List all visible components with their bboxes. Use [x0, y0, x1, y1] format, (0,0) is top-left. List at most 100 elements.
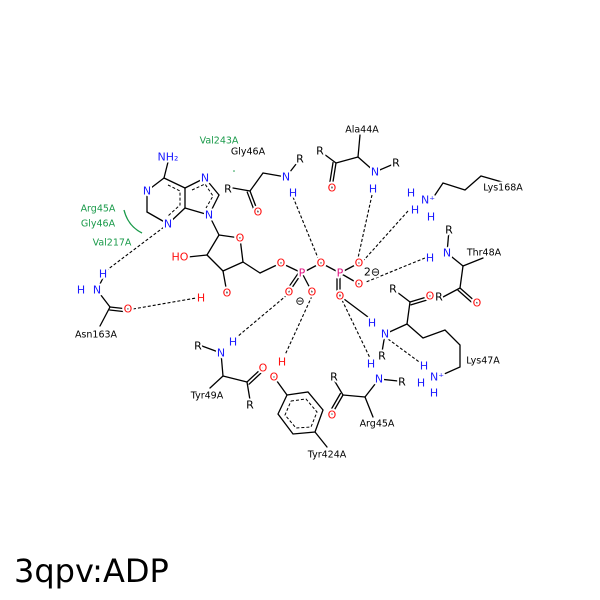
atom-label: R	[392, 157, 400, 170]
bond	[288, 272, 303, 293]
atom-label: O	[270, 371, 279, 384]
bond	[208, 194, 220, 216]
bond	[206, 254, 224, 272]
atom-label: O	[285, 286, 294, 299]
atom-label: H	[197, 292, 205, 305]
atom-label: ⊖	[295, 295, 304, 308]
bond	[232, 187, 251, 192]
hydrogen-bonds	[106, 194, 426, 365]
hydrogen-bond	[106, 223, 169, 271]
atom-label: O	[236, 232, 245, 245]
bond	[364, 378, 380, 398]
bond	[273, 376, 288, 396]
double-bond	[246, 191, 256, 214]
bond	[392, 288, 411, 303]
atom-label: R	[224, 183, 232, 196]
bond	[246, 367, 263, 383]
atom-label: O	[355, 278, 364, 291]
atom-label: H	[289, 187, 297, 200]
residue-label: Thr48A	[466, 248, 502, 259]
atom-label: H	[368, 317, 376, 330]
atom-label: N	[201, 172, 209, 185]
bond	[381, 333, 386, 353]
bond	[301, 262, 322, 274]
bond	[331, 162, 337, 189]
bond	[459, 287, 478, 304]
bond	[333, 379, 344, 396]
bond	[208, 214, 220, 236]
atom-label: NH₂	[158, 151, 179, 164]
bond	[99, 306, 111, 327]
double-bond	[410, 298, 432, 306]
bond	[384, 323, 408, 335]
atom-label: N	[381, 328, 389, 341]
residue-label: Gly46A	[81, 219, 116, 230]
atom-label: H	[411, 204, 419, 217]
side-chain	[277, 391, 324, 435]
atom-label: H	[407, 187, 415, 200]
bond	[167, 207, 186, 225]
atom-label: O	[223, 287, 232, 300]
double-bond	[109, 309, 129, 313]
atom-label: P	[337, 267, 344, 280]
bond	[209, 375, 224, 389]
aromatic-ring-marker	[191, 183, 214, 209]
bond	[409, 295, 431, 303]
bond	[280, 262, 303, 274]
atom-label: R	[194, 340, 202, 353]
bond	[446, 229, 450, 254]
atom-label: H	[417, 377, 425, 390]
diagram-title: 3qpv:ADP	[14, 552, 169, 590]
bond	[446, 252, 464, 267]
aromatic-ring-marker	[167, 184, 181, 217]
bond	[378, 378, 399, 382]
bond	[342, 394, 366, 398]
bond	[374, 162, 397, 173]
bond	[339, 262, 360, 274]
double-bond	[328, 392, 342, 414]
atom-label: N	[93, 284, 101, 297]
hydrogen-bond	[365, 257, 426, 283]
atom-label: H	[99, 268, 107, 281]
bond	[357, 156, 376, 173]
atom-label: N	[164, 218, 172, 231]
atom-label: O	[473, 297, 482, 310]
bond	[222, 270, 228, 294]
atom-label: N	[217, 347, 225, 360]
bond	[319, 150, 337, 164]
bond	[218, 234, 241, 239]
atom-label: N	[282, 171, 290, 184]
atom-label: N	[375, 373, 383, 386]
residue-label: Tyr49A	[190, 391, 224, 402]
hydrogen-bond	[387, 338, 423, 365]
atom-label: N	[205, 209, 213, 222]
atom-label: H	[229, 336, 237, 349]
atom-label: O	[317, 257, 326, 270]
bond	[442, 287, 461, 298]
bond	[339, 295, 373, 321]
bond	[364, 396, 374, 418]
bond	[222, 261, 244, 272]
atom-label: H	[367, 358, 375, 371]
hydrogen-bond	[132, 297, 197, 310]
atom-label: O	[277, 257, 286, 270]
bond	[187, 254, 208, 258]
atom-label: H	[369, 183, 377, 196]
bond	[262, 172, 287, 178]
hydrophobic-contact-arc	[123, 209, 143, 234]
bond	[459, 265, 464, 289]
residue-label: Lys168A	[483, 183, 523, 194]
atom-label: R	[296, 153, 304, 166]
hydrogen-bond	[284, 295, 313, 356]
bond	[357, 134, 361, 158]
residue-label: Val243A	[200, 136, 239, 147]
bond	[249, 172, 264, 192]
bond	[204, 177, 220, 196]
double-bond	[328, 161, 334, 189]
atom-label: N	[443, 247, 451, 260]
atom-label: O	[355, 257, 364, 270]
residue-label: Arg45A	[360, 419, 395, 430]
atom-label: H	[427, 211, 435, 224]
